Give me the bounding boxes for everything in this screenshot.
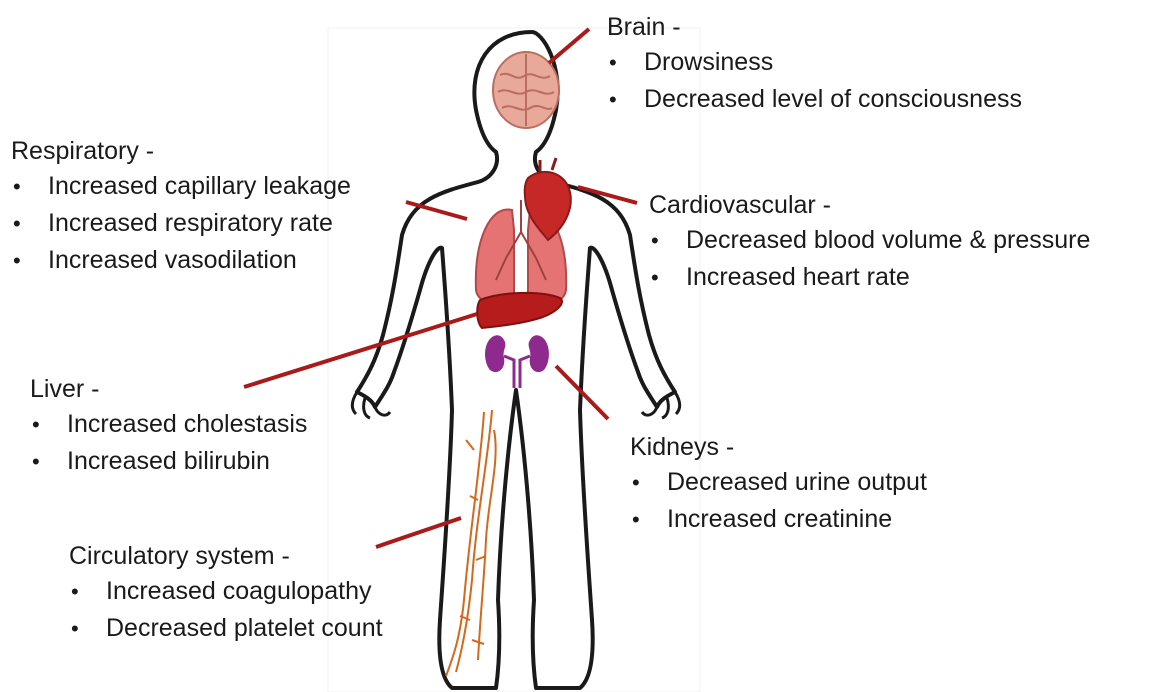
brain-effect-2: Decreased level of consciousness [607, 81, 1022, 118]
respiratory-effects-list: Increased capillary leakage Increased re… [11, 168, 351, 279]
kidneys-effects-list: Decreased urine output Increased creatin… [630, 464, 927, 538]
circulatory-effect-2: Decreased platelet count [69, 610, 383, 647]
respiratory-effect-2: Increased respiratory rate [11, 205, 351, 242]
liver-icon [477, 293, 562, 328]
kidneys-title: Kidneys - [630, 432, 927, 462]
body-outline [357, 32, 675, 688]
cardiovascular-title: Cardiovascular - [649, 190, 1090, 220]
circulatory-effect-1: Increased coagulopathy [69, 573, 383, 610]
circulatory-title: Circulatory system - [69, 541, 383, 571]
kidneys-effect-2: Increased creatinine [630, 501, 927, 538]
circulatory-effects-list: Increased coagulopathy Decreased platele… [69, 573, 383, 647]
respiratory-title: Respiratory - [11, 136, 351, 166]
brain-panel: Brain - Drowsiness Decreased level of co… [607, 12, 1022, 118]
circulatory-panel: Circulatory system - Increased coagulopa… [69, 541, 383, 647]
respiratory-effect-3: Increased vasodilation [11, 242, 351, 279]
liver-panel: Liver - Increased cholestasis Increased … [30, 374, 307, 480]
liver-effect-2: Increased bilirubin [30, 443, 307, 480]
liver-effects-list: Increased cholestasis Increased bilirubi… [30, 406, 307, 480]
brain-icon [493, 52, 559, 128]
brain-effect-1: Drowsiness [607, 44, 1022, 81]
kidneys-effect-1: Decreased urine output [630, 464, 927, 501]
liver-title: Liver - [30, 374, 307, 404]
cardiovascular-panel: Cardiovascular - Decreased blood volume … [649, 190, 1090, 296]
respiratory-effect-1: Increased capillary leakage [11, 168, 351, 205]
leg-vessels-icon [446, 410, 496, 676]
cardiovascular-effect-2: Increased heart rate [649, 259, 1090, 296]
respiratory-panel: Respiratory - Increased capillary leakag… [11, 136, 351, 279]
leader-line-circulatory [376, 518, 461, 547]
liver-effect-1: Increased cholestasis [30, 406, 307, 443]
cardiovascular-effect-1: Decreased blood volume & pressure [649, 222, 1090, 259]
brain-title: Brain - [607, 12, 1022, 42]
leader-line-brain [549, 29, 589, 63]
brain-effects-list: Drowsiness Decreased level of consciousn… [607, 44, 1022, 118]
cardiovascular-effects-list: Decreased blood volume & pressure Increa… [649, 222, 1090, 296]
kidneys-panel: Kidneys - Decreased urine output Increas… [630, 432, 927, 538]
kidneys-icon [485, 335, 549, 388]
